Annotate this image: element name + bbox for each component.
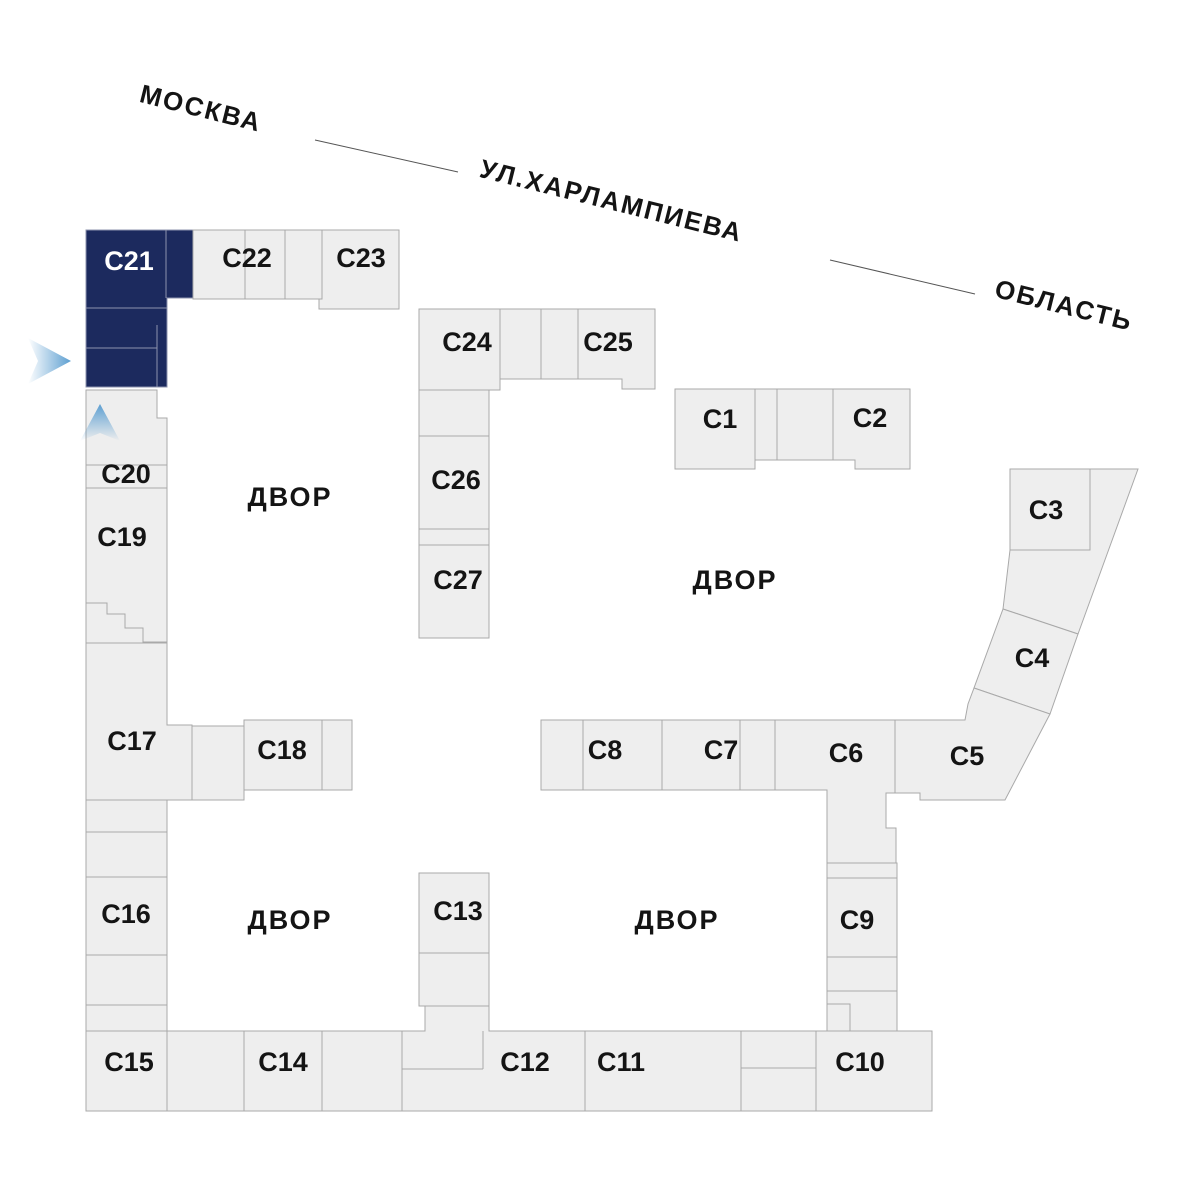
label-c26: С26 xyxy=(431,465,481,495)
block-c27-upper xyxy=(418,528,490,546)
label-c9: С9 xyxy=(840,905,875,935)
block-c17[interactable] xyxy=(85,642,193,801)
block-c10[interactable] xyxy=(815,1030,933,1112)
c1-c2-building xyxy=(674,388,911,470)
label-c16: С16 xyxy=(101,899,151,929)
c18-building xyxy=(191,719,353,801)
label-c22: С22 xyxy=(222,243,272,273)
east-wing xyxy=(894,468,1139,801)
block-c14[interactable] xyxy=(243,1030,323,1112)
block-c16-upper xyxy=(85,831,168,878)
south-wing xyxy=(166,872,933,1112)
block-c27[interactable] xyxy=(418,544,490,639)
block-c15-upper xyxy=(85,1004,168,1032)
label-c3: С3 xyxy=(1029,495,1064,525)
block-c1[interactable] xyxy=(674,388,756,470)
label-c18: С18 xyxy=(257,735,307,765)
street-line-2 xyxy=(829,259,976,295)
block-c5[interactable] xyxy=(894,687,1051,801)
street-name-label: УЛ.ХАРЛАМПИЕВА xyxy=(477,153,746,247)
label-c11: С11 xyxy=(597,1047,645,1077)
block-c18-east xyxy=(321,719,353,791)
block-c9-upper xyxy=(826,862,898,879)
label-c17: С17 xyxy=(107,726,157,756)
block-c3[interactable] xyxy=(1009,468,1091,551)
block-c14-east xyxy=(321,1030,403,1112)
block-c11[interactable] xyxy=(584,1030,742,1112)
block-c25-west xyxy=(540,308,579,380)
label-c27: С27 xyxy=(433,565,483,595)
block-c12[interactable] xyxy=(401,1005,586,1112)
block-c9-lower xyxy=(826,956,898,992)
block-c23[interactable] xyxy=(318,229,400,310)
entrance-markers xyxy=(28,338,120,441)
label-c10: С10 xyxy=(835,1047,885,1077)
block-c8-west xyxy=(540,719,584,791)
block-c18-west xyxy=(191,725,245,801)
label-c19: С19 xyxy=(97,522,147,552)
stair-outline xyxy=(86,602,167,643)
block-c16-lower xyxy=(85,954,168,1006)
north-wing xyxy=(192,229,400,310)
block-c13[interactable] xyxy=(418,872,490,954)
block-c2[interactable] xyxy=(832,388,911,470)
street-line-1 xyxy=(314,139,459,173)
yard-label-northeast: ДВОР xyxy=(692,565,777,595)
section-labels: С21 С22 С23 С24 С25 С1 С2 С3 С4 С5 С6 С7… xyxy=(97,243,1063,1077)
block-c10-stair xyxy=(826,1003,851,1032)
label-c5: С5 xyxy=(950,741,985,771)
entrance-arrow-right-icon[interactable] xyxy=(28,338,71,384)
block-c6[interactable] xyxy=(774,719,897,864)
label-c2: С2 xyxy=(853,403,888,433)
yard-labels: ДВОР ДВОР ДВОР ДВОР xyxy=(247,482,777,935)
label-c15: С15 xyxy=(104,1047,154,1077)
block-c19[interactable] xyxy=(85,487,168,644)
label-c14: С14 xyxy=(258,1047,308,1077)
block-c7[interactable] xyxy=(661,719,741,791)
yard-label-southeast: ДВОР xyxy=(634,905,719,935)
block-c17-lower xyxy=(85,799,168,833)
west-wing xyxy=(85,229,194,1112)
block-c25[interactable] xyxy=(577,308,656,390)
label-c21: С21 xyxy=(104,246,154,276)
yard-label-southwest: ДВОР xyxy=(247,905,332,935)
label-c4: С4 xyxy=(1015,643,1050,673)
block-c1-east xyxy=(754,388,778,461)
label-c13: С13 xyxy=(433,896,483,926)
block-c7-east xyxy=(739,719,776,791)
label-c7: С7 xyxy=(704,735,739,765)
label-c1: С1 xyxy=(703,404,738,434)
block-c22-stair xyxy=(284,229,323,300)
street-region-label: ОБЛАСТЬ xyxy=(992,273,1136,336)
central-wing xyxy=(418,308,656,639)
block-c24[interactable] xyxy=(418,308,501,391)
block-c26-upper xyxy=(418,389,490,437)
label-c23: С23 xyxy=(336,243,386,273)
label-c24: С24 xyxy=(442,327,492,357)
block-c18[interactable] xyxy=(243,719,323,791)
block-c2-west xyxy=(776,388,834,461)
label-c8: С8 xyxy=(588,735,623,765)
street-city-label: МОСКВА xyxy=(137,78,265,137)
yard-label-northwest: ДВОР xyxy=(247,482,332,512)
label-c6: С6 xyxy=(829,738,864,768)
label-c12: С12 xyxy=(500,1047,550,1077)
entrance-arrow-up-icon[interactable] xyxy=(80,404,120,441)
label-c25: С25 xyxy=(583,327,633,357)
label-c20: С20 xyxy=(101,459,151,489)
block-c14-west xyxy=(166,1030,245,1112)
block-c15[interactable] xyxy=(85,1030,168,1112)
block-c24-east xyxy=(499,308,542,380)
block-c11-east xyxy=(740,1030,817,1112)
block-c26[interactable] xyxy=(418,435,490,530)
block-c13-lower xyxy=(418,952,490,1007)
middle-wing xyxy=(540,719,898,1035)
